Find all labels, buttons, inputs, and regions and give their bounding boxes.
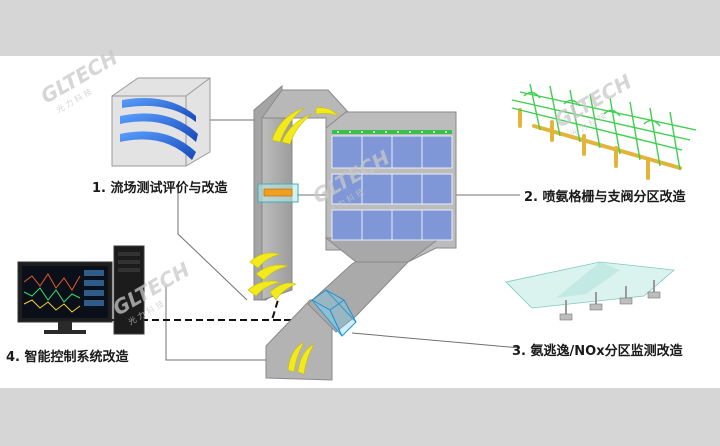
vane-top-1 [271, 107, 305, 143]
vane-low-2 [297, 343, 315, 375]
vane-top-3 [315, 107, 339, 117]
label-slip-nox-monitoring: 3. 氨逃逸/NOx分区监测改造 [512, 344, 683, 359]
vane-mid-4 [269, 282, 297, 301]
control-computer-inset [17, 245, 145, 335]
flow-field-inset [111, 77, 211, 167]
top-nozzle-strip [332, 130, 452, 134]
monitor-stand [58, 322, 72, 330]
label-intelligent-control: 4. 智能控制系统改造 [6, 350, 129, 365]
vane-top-2 [281, 113, 313, 145]
vane-low-1 [287, 341, 305, 373]
reactor-hopper [324, 237, 442, 263]
monitor-base [44, 330, 86, 334]
watermark-3: GLTECH 光 力 科 技 [551, 69, 636, 139]
injection-grid-inset [511, 83, 697, 180]
ammonia-injection-grid-marker [257, 183, 299, 203]
flow-guide-vanes [247, 107, 339, 375]
vane-mid-3 [247, 280, 281, 297]
label-flow-field-test: 1. 流场测试评价与改造 [92, 181, 228, 196]
vane-mid-2 [255, 264, 289, 281]
leader-line-3 [351, 332, 521, 349]
flow-vane-2 [120, 113, 198, 142]
monitoring-probes-inset [505, 261, 675, 321]
flow-vane-1 [122, 98, 196, 122]
leader-line-1b [177, 190, 248, 301]
label-ammonia-grid-valve: 2. 喷氨格栅与支阀分区改造 [524, 190, 686, 205]
flow-vane-3 [120, 131, 196, 160]
catalyst-layers [331, 135, 453, 241]
monitoring-zone-box [311, 289, 357, 337]
vane-mid-1 [249, 252, 281, 269]
leader-line-4 [165, 286, 300, 361]
